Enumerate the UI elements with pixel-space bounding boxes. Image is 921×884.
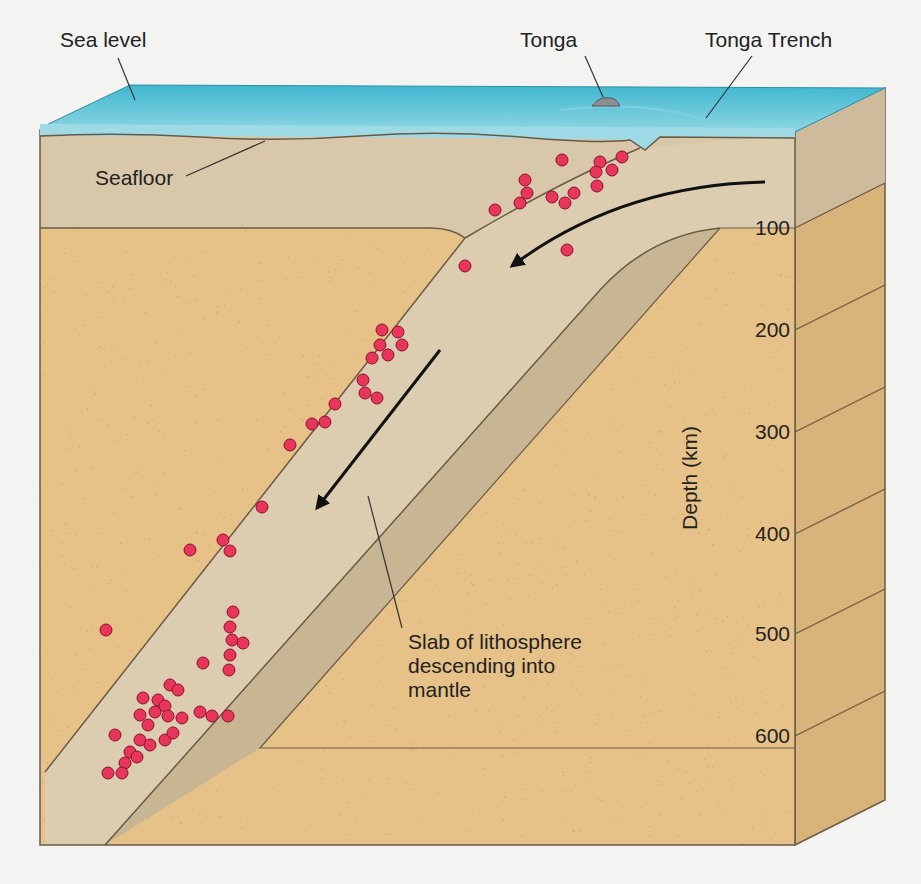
earthquake-dot xyxy=(134,709,146,721)
earthquake-dot xyxy=(329,398,341,410)
earthquake-dot xyxy=(109,729,121,741)
depth-value: 400 xyxy=(735,522,790,546)
earthquake-dot xyxy=(226,634,238,646)
earthquake-dot xyxy=(559,197,571,209)
seafloor-line xyxy=(40,133,795,150)
earthquake-dot xyxy=(396,339,408,351)
earthquake-dot xyxy=(371,392,383,404)
earthquake-dot xyxy=(217,534,229,546)
speckle-texture xyxy=(39,130,796,844)
earthquake-dot xyxy=(319,416,331,428)
descending-slab xyxy=(45,135,795,845)
earthquake-dot xyxy=(227,606,239,618)
earthquake-dot xyxy=(137,692,149,704)
axis-title: Depth (km) xyxy=(678,426,702,530)
earthquake-dot xyxy=(376,324,388,336)
earthquake-dot xyxy=(590,166,602,178)
earthquake-dot xyxy=(616,151,628,163)
callout-label: Slab of lithosphere descending into mant… xyxy=(408,630,623,702)
earthquake-dot xyxy=(224,649,236,661)
motion-arrow xyxy=(317,350,440,508)
earthquake-dot xyxy=(382,349,394,361)
earthquake-dot xyxy=(184,544,196,556)
depth-value: 200 xyxy=(735,318,790,342)
callout-label: Sea level xyxy=(60,28,146,52)
depth-value: 600 xyxy=(735,724,790,748)
earthquake-dot xyxy=(306,418,318,430)
earthquake-dot xyxy=(561,244,573,256)
earthquake-dot xyxy=(519,174,531,186)
earthquake-dot xyxy=(197,657,209,669)
earthquake-dot xyxy=(176,712,188,724)
earthquake-dot xyxy=(392,326,404,338)
earthquake-dot xyxy=(546,191,558,203)
mantle xyxy=(40,130,795,845)
earthquake-dot xyxy=(284,439,296,451)
earthquake-dot xyxy=(459,260,471,272)
earthquake-dot xyxy=(514,197,526,209)
leader-lines xyxy=(118,56,752,628)
earthquake-dot xyxy=(131,751,143,763)
block-side-face xyxy=(795,88,885,845)
callout-label: Seafloor xyxy=(95,166,173,190)
earthquake-dot xyxy=(357,374,369,386)
motion-arrow xyxy=(512,182,765,266)
earthquake-dot xyxy=(100,624,112,636)
depth-value: 300 xyxy=(735,420,790,444)
earthquake-dot xyxy=(224,545,236,557)
island-symbol xyxy=(592,98,620,106)
earthquake-dot xyxy=(172,684,184,696)
earthquake-dot xyxy=(222,710,234,722)
earthquake-dot xyxy=(224,621,236,633)
earthquake-dot xyxy=(489,204,501,216)
depth-value: 100 xyxy=(735,216,790,240)
earthquake-dot xyxy=(591,180,603,192)
earthquake-dot xyxy=(374,339,386,351)
earthquake-dot xyxy=(556,154,568,166)
earthquake-dot xyxy=(116,767,128,779)
earthquake-dot xyxy=(162,710,174,722)
earthquake-foci xyxy=(100,151,628,779)
earthquake-dot xyxy=(256,501,268,513)
earthquake-dot xyxy=(359,387,371,399)
earthquake-dot xyxy=(149,706,161,718)
earthquake-dot xyxy=(366,352,378,364)
callout-label: Tonga xyxy=(520,28,577,52)
earthquake-dot xyxy=(194,706,206,718)
earthquake-dot xyxy=(142,719,154,731)
depth-value: 500 xyxy=(735,622,790,646)
earthquake-dot xyxy=(206,710,218,722)
sea-water-edge xyxy=(40,124,795,150)
earthquake-dot xyxy=(144,739,156,751)
slab-facet xyxy=(105,228,720,845)
earthquake-dot xyxy=(223,664,235,676)
earthquake-dot xyxy=(606,164,618,176)
depth-ticks xyxy=(795,183,885,736)
earthquake-dot xyxy=(568,187,580,199)
earthquake-dot xyxy=(237,637,249,649)
earthquake-dot xyxy=(102,767,114,779)
callout-label: Tonga Trench xyxy=(705,28,832,52)
earthquake-dot xyxy=(167,727,179,739)
